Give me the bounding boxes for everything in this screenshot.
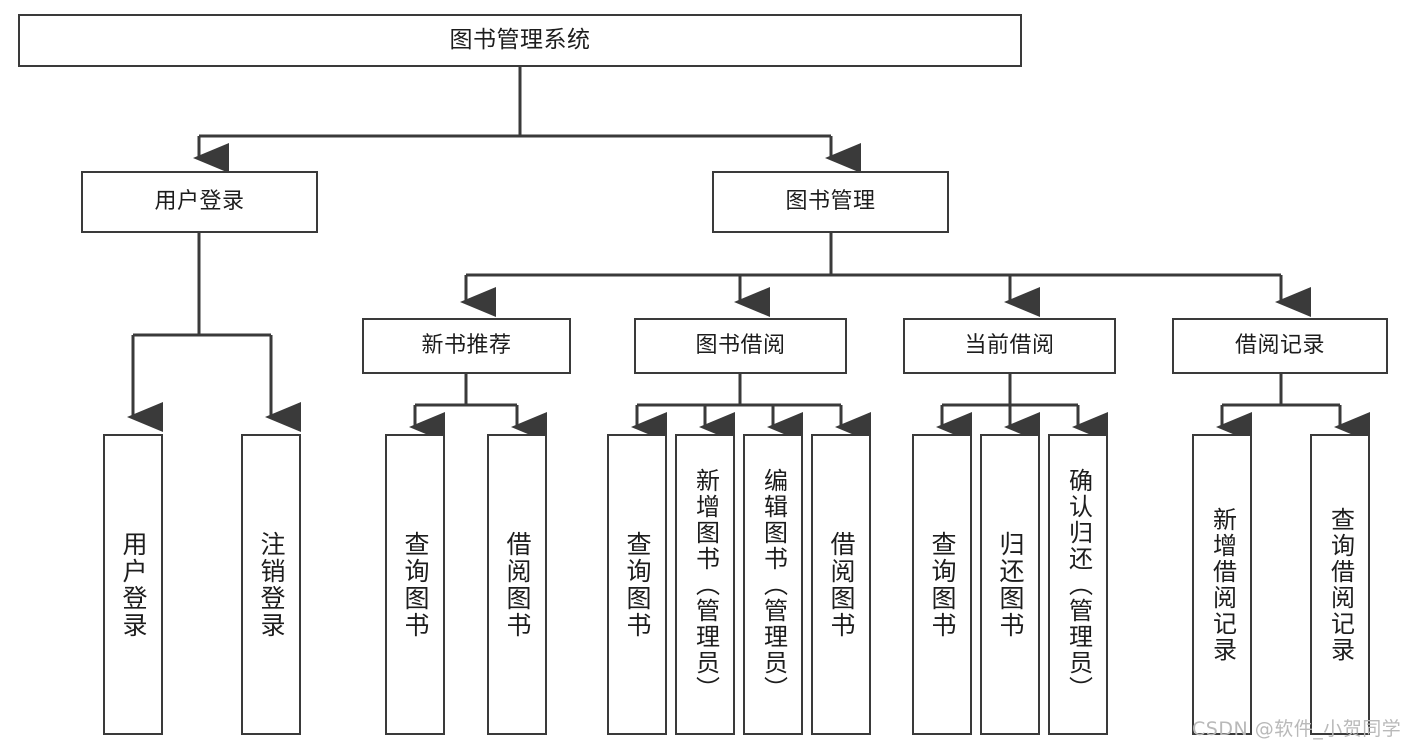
leaf-return-books[interactable]: 归还图书: [980, 434, 1040, 735]
node-label: 查询借阅记录: [1326, 506, 1355, 663]
node-label: 借阅图书: [827, 530, 856, 639]
leaf-query-books-current[interactable]: 查询图书: [912, 434, 972, 735]
node-label: 图书借阅: [695, 333, 786, 359]
leaf-query-books-recommend[interactable]: 查询图书: [385, 434, 445, 735]
leaf-logout[interactable]: 注销登录: [241, 434, 301, 735]
node-label: 编辑图书（管理员）: [759, 467, 788, 702]
node-label: 图书管理: [785, 189, 876, 215]
node-label: 查询图书: [623, 530, 652, 639]
node-book-borrow[interactable]: 图书借阅: [634, 318, 847, 374]
leaf-borrow-books-borrow[interactable]: 借阅图书: [811, 434, 871, 735]
node-label: 新增图书（管理员）: [691, 467, 720, 702]
node-current-borrow[interactable]: 当前借阅: [903, 318, 1116, 374]
node-label: 注销登录: [257, 530, 286, 639]
leaf-add-borrow-record[interactable]: 新增借阅记录: [1192, 434, 1252, 735]
csdn-watermark: CSDN @软件_小贺同学: [1192, 718, 1402, 740]
leaf-borrow-books-recommend[interactable]: 借阅图书: [487, 434, 547, 735]
node-label: 查询图书: [401, 530, 430, 639]
node-label: 用户登录: [119, 530, 148, 639]
node-new-book-recommend[interactable]: 新书推荐: [362, 318, 571, 374]
node-label: 确认归还（管理员）: [1064, 467, 1093, 702]
node-label: 图书管理系统: [449, 26, 591, 53]
node-label: 新增借阅记录: [1208, 506, 1237, 663]
leaf-confirm-return-admin[interactable]: 确认归还（管理员）: [1048, 434, 1108, 735]
leaf-query-borrow-record[interactable]: 查询借阅记录: [1310, 434, 1370, 735]
node-book-management-group[interactable]: 图书管理: [712, 171, 949, 233]
leaf-edit-book-admin[interactable]: 编辑图书（管理员）: [743, 434, 803, 735]
node-label: 借阅图书: [503, 530, 532, 639]
node-label: 用户登录: [154, 189, 245, 215]
node-root-system[interactable]: 图书管理系统: [18, 14, 1022, 67]
leaf-add-book-admin[interactable]: 新增图书（管理员）: [675, 434, 735, 735]
node-label: 当前借阅: [964, 333, 1055, 359]
node-label: 新书推荐: [421, 333, 512, 359]
node-label: 借阅记录: [1234, 333, 1325, 359]
node-label: 查询图书: [928, 530, 957, 639]
node-user-login-group[interactable]: 用户登录: [81, 171, 318, 233]
leaf-query-books-borrow[interactable]: 查询图书: [607, 434, 667, 735]
node-borrow-record[interactable]: 借阅记录: [1172, 318, 1388, 374]
node-label: 归还图书: [996, 530, 1025, 639]
leaf-user-login[interactable]: 用户登录: [103, 434, 163, 735]
